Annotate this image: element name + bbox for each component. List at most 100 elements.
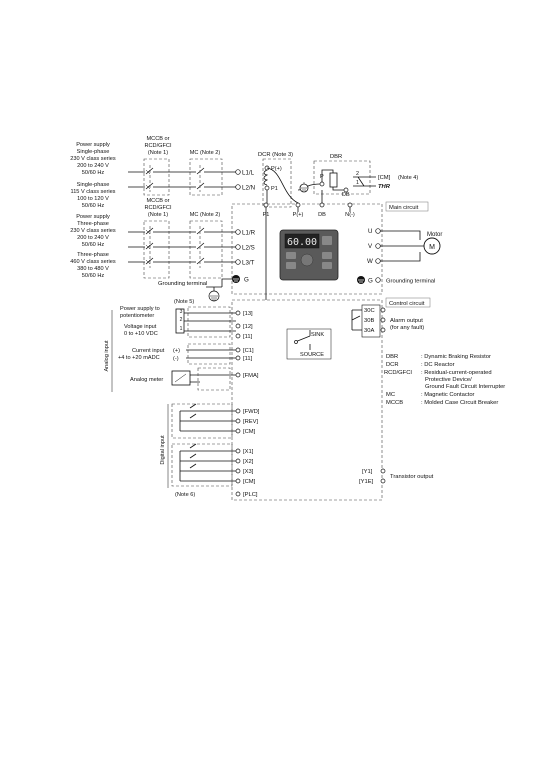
grounding-terminal-right-label: Grounding terminal xyxy=(386,279,435,285)
pot-num-1: 1 xyxy=(180,326,183,332)
alarm-30a: 30A xyxy=(364,328,374,334)
legend-abbr-dcr: DCR xyxy=(386,362,399,368)
three-phase-wiring xyxy=(128,226,236,268)
legend-abbr-mccb: MCCB xyxy=(386,400,403,406)
mccb-label-2: RCD/GFCI xyxy=(144,143,171,149)
legend-desc-mccb: : Molded Case Circuit Breaker xyxy=(421,400,498,406)
pot-num-2: 2 xyxy=(180,317,183,323)
note-5: (Note 5) xyxy=(174,299,194,305)
transistor-output: [Y1] [Y1E] Transistor output xyxy=(359,468,434,485)
terminal-n-minus: N(-) xyxy=(345,212,355,218)
transistor-output-label: Transistor output xyxy=(390,474,434,480)
minus-label: (-) xyxy=(173,356,179,362)
current-input-2: +4 to +20 mADC xyxy=(118,355,160,361)
terminal-w: W xyxy=(367,258,373,265)
ctrl-terminal-x2: [X2] xyxy=(243,459,254,465)
supply-1-line-3: 230 V class series xyxy=(70,156,116,162)
ctrl-terminal-x1: [X1] xyxy=(243,449,254,455)
terminal-u: U xyxy=(368,228,372,235)
legend-desc-rcd-2: Protective Device/ xyxy=(425,377,472,383)
supply-1-line-1: Power supply xyxy=(76,142,110,148)
ctrl-terminal-rev: [REV] xyxy=(243,419,259,425)
terminal-l2s: L2/S xyxy=(242,245,255,252)
note-4: (Note 4) xyxy=(398,175,418,181)
ctrl-terminal-plc: [PLC] xyxy=(243,492,258,498)
voltage-input-2: 0 to +10 VDC xyxy=(124,331,158,337)
main-circuit-box xyxy=(231,203,383,295)
supply-2-line-1: Single-phase xyxy=(77,182,110,188)
ctrl-terminal-cm-b: [CM] xyxy=(243,479,256,485)
source-label: SOURCE xyxy=(300,352,324,358)
sink-label: SINK xyxy=(311,332,324,338)
supply-3-line-1: Power supply xyxy=(76,214,110,220)
supply-1-line-5: 50/60 Hz xyxy=(82,170,105,176)
mccb-label-4: MCCB or xyxy=(147,198,170,204)
alarm-30b: 30B xyxy=(364,318,374,324)
input-ground-terminal: G xyxy=(221,275,249,287)
plus-label: (+) xyxy=(173,348,180,354)
ctrl-terminal-fma: [FMA] xyxy=(243,373,259,379)
supply-1-line-4: 200 to 240 V xyxy=(77,163,109,169)
mc-label: MC (Note 2) xyxy=(190,150,221,156)
pot-label-1: Power supply to xyxy=(120,306,160,312)
dcr-p1: P1 xyxy=(271,186,278,192)
current-input-1: Current input xyxy=(132,348,165,354)
supply-3-line-3: 230 V class series xyxy=(70,228,116,234)
ctrl-terminal-c1: [C1] xyxy=(243,348,254,354)
terminal-g-input: G xyxy=(244,277,249,284)
supply-1-line-2: Single-phase xyxy=(77,149,110,155)
main-circuit-tag xyxy=(385,201,429,212)
grounding-terminal-left-label: Grounding terminal xyxy=(158,281,207,287)
ctrl-terminal-fwd: [FWD] xyxy=(243,409,260,415)
dynamic-braking-resistor: DBR P DB 2 1 [CM] THR (Note 4) xyxy=(313,154,418,198)
legend-abbr-mc: MC xyxy=(386,392,395,398)
dcr-p-plus: P(+) xyxy=(271,166,282,172)
supply-3-line-4: 200 to 240 V xyxy=(77,235,109,241)
motor-label: Motor xyxy=(427,232,442,238)
output-terminals: U V W xyxy=(367,228,424,265)
legend-desc-mc: : Magnetic Contactor xyxy=(421,392,475,398)
alarm-30c: 30C xyxy=(364,308,375,314)
terminal-g-output: G xyxy=(368,278,373,285)
dbr-one: 1 xyxy=(356,180,359,186)
terminal-l1r: L1/R xyxy=(242,230,256,237)
supply-2-line-3: 100 to 120 V xyxy=(77,196,109,202)
dbr-db: DB xyxy=(342,192,350,198)
terminal-l1l: L1/L xyxy=(242,170,255,177)
single-phase-wiring xyxy=(128,165,236,192)
ctrl-terminal-11b: [11] xyxy=(243,356,253,362)
inverter-keypad: 60.00 xyxy=(279,229,339,281)
transistor-y1: [Y1] xyxy=(362,469,373,475)
sink-source-switch: SINK SOURCE xyxy=(286,328,332,360)
supply-4-line-4: 50/60 Hz xyxy=(82,273,105,279)
digital-input-side-label: Digital input xyxy=(160,435,166,465)
voltage-input-1: Voltage input xyxy=(124,324,157,330)
digital-input-section: Digital input (Note 6) xyxy=(160,403,236,498)
terminal-p1: P1 xyxy=(263,212,270,218)
dbr-two: 2 xyxy=(356,171,359,177)
dbr-thr: THR xyxy=(378,184,391,190)
ctrl-terminal-x3: [X3] xyxy=(243,469,254,475)
mccb-label-1: MCCB or xyxy=(147,136,170,142)
transistor-y1e: [Y1E] xyxy=(359,479,374,485)
supply-3-line-5: 50/60 Hz xyxy=(82,242,105,248)
control-circuit-tag xyxy=(385,297,431,308)
ctrl-terminal-11a: [11] xyxy=(243,334,253,340)
pot-num-3: 3 xyxy=(180,309,183,315)
alarm-output-label-1: Alarm output xyxy=(390,318,423,324)
legend-desc-dbr: : Dynamic Braking Resistor xyxy=(421,354,491,360)
control-circuit-box xyxy=(231,299,383,501)
mccb-label-5: RCD/GFCI xyxy=(144,205,171,211)
dc-reactor: DCR (Note 3) P(+) P1 xyxy=(258,152,293,208)
legend-abbr-rcd: RCD/GFCI xyxy=(384,370,412,376)
dcr-label: DCR (Note 3) xyxy=(258,152,293,158)
supply-2-line-2: 115 V class series xyxy=(71,189,116,195)
analog-input-section: Analog input (Note 5) Power supply to po… xyxy=(104,299,236,392)
terminal-v: V xyxy=(368,243,373,250)
alarm-output-label-2: (for any fault) xyxy=(390,325,424,331)
left-grounding-terminal: Grounding terminal xyxy=(158,281,222,302)
motor: Motor M xyxy=(423,232,442,255)
motor-symbol: M xyxy=(429,244,435,251)
analog-meter-label: Analog meter xyxy=(130,377,163,383)
